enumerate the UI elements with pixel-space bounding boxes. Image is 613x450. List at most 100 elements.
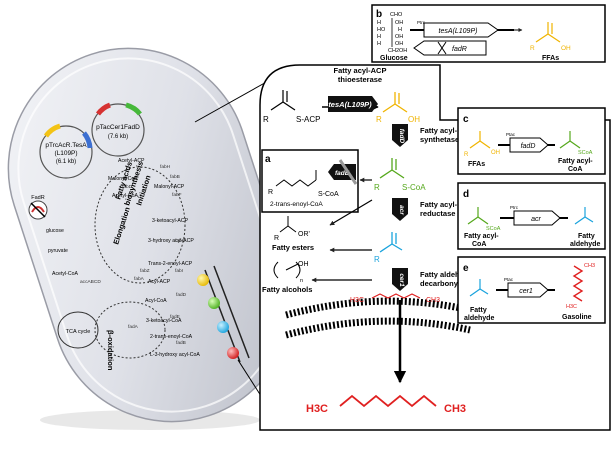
svg-text:CoA: CoA <box>568 166 582 173</box>
svg-text:aldehyde: aldehyde <box>570 241 600 248</box>
svg-text:3-ketoacyl-ACP: 3-ketoacyl-ACP <box>152 218 189 224</box>
membrane-alkane-right: CH3 <box>426 297 440 304</box>
svg-text:CHO: CHO <box>390 12 403 18</box>
fadE-deletion-icon <box>338 159 358 185</box>
svg-text:HO: HO <box>377 27 386 33</box>
membrane-alkane-chain <box>371 293 421 299</box>
svg-text:fabZ: fabZ <box>140 268 150 274</box>
svg-text:Ptrc: Ptrc <box>510 205 519 210</box>
svg-text:fadR: fadR <box>452 46 467 53</box>
step4-line2: decarbonylase <box>420 279 473 288</box>
final-alkane-chain <box>339 394 437 408</box>
svg-text:aldehyde: aldehyde <box>464 315 494 322</box>
svg-text:OH: OH <box>561 45 571 52</box>
svg-text:CH3: CH3 <box>584 263 595 269</box>
plasmid2-name: pTacCer1FadD <box>96 124 140 131</box>
step1-line2: thioesterase <box>338 75 382 84</box>
alkane-dot <box>227 347 239 359</box>
aldehyde-r: R <box>374 255 380 264</box>
panel-c-letter: c <box>463 114 469 125</box>
svg-text:tesA(L109P): tesA(L109P) <box>439 28 478 35</box>
acp-r: R <box>263 115 269 124</box>
step3-line2: reductase <box>420 209 455 218</box>
panel-d-acr-gene <box>513 210 561 226</box>
svg-text:Acetyl-CoA: Acetyl-CoA <box>112 193 138 199</box>
svg-text:fabB: fabB <box>170 174 180 180</box>
panel-c-acylcoa <box>559 131 581 149</box>
fadD-label: fadD <box>398 129 405 144</box>
gasoline-chain <box>572 265 584 302</box>
ester-structure <box>279 216 297 233</box>
panel-e-letter: e <box>463 263 469 274</box>
svg-text:H: H <box>377 34 381 40</box>
svg-text:OH: OH <box>395 41 403 47</box>
tesA-label: tesA(L109P) <box>328 100 372 109</box>
glucose-label: Glucose <box>380 55 408 62</box>
svg-text:cer1: cer1 <box>519 288 533 295</box>
acp-substrate: S-ACP <box>296 115 320 124</box>
plasmid1-variant: (L109P) <box>54 150 77 157</box>
svg-text:3-ketoacyl-CoA: 3-ketoacyl-CoA <box>146 318 182 324</box>
step3-line1: Fatty acyl-CoA <box>420 200 473 209</box>
acyl-acp-structure <box>270 90 296 111</box>
plasmid1-name: pTrcAcR.TesA <box>45 142 87 149</box>
panel-b-letter: b <box>376 9 382 20</box>
svg-text:Ptrc: Ptrc <box>417 20 426 25</box>
svg-text:Acyl-ACP: Acyl-ACP <box>148 279 171 285</box>
svg-text:fabI: fabI <box>175 268 183 274</box>
svg-text:fabA: fabA <box>134 276 145 282</box>
svg-text:R: R <box>464 152 469 158</box>
panel-d-acylcoa <box>467 207 489 225</box>
svg-text:SCoA: SCoA <box>486 226 501 232</box>
aldehyde-dot <box>217 321 229 333</box>
acr-gene-badge: acr <box>392 198 408 221</box>
svg-text:3-hydroxy acyl-ACP: 3-hydroxy acyl-ACP <box>148 238 194 244</box>
gasoline-label: Gasoline <box>562 314 592 321</box>
final-alkane-left: H3C <box>306 403 328 415</box>
plasmid2-size: (7.6 kb) <box>108 134 128 140</box>
svg-text:L-3-hydroxy acyl-CoA: L-3-hydroxy acyl-CoA <box>150 352 200 358</box>
svg-text:R: R <box>268 189 273 196</box>
fadD-gene-badge: fadD <box>392 124 408 147</box>
svg-text:R: R <box>530 45 535 52</box>
svg-text:OH: OH <box>298 261 309 268</box>
ffa-structure <box>382 92 408 113</box>
fadR-gene-arrow <box>413 40 487 56</box>
svg-text:fabF: fabF <box>172 192 182 198</box>
step2-line1: Fatty acyl-CoA <box>420 126 473 135</box>
svg-text:FFAs: FFAs <box>468 161 485 168</box>
ffa-oh: OH <box>408 115 420 124</box>
esters-label: Fatty esters <box>272 243 314 252</box>
panel-c-fadD-gene <box>509 137 549 153</box>
panel-a-letter: a <box>265 154 271 165</box>
alcohol-structure <box>273 261 301 279</box>
ffa-dot <box>197 274 209 286</box>
panel-e-aldehyde <box>469 279 489 297</box>
tesA-gene-arrow <box>423 22 499 38</box>
enoyl-structure <box>275 170 317 187</box>
svg-text:OR': OR' <box>298 231 310 238</box>
plasmid1-size: (6.1 kb) <box>56 159 76 165</box>
svg-text:fadE: fadE <box>170 314 180 320</box>
svg-text:OH: OH <box>395 20 403 26</box>
svg-text:Acetyl-ACP: Acetyl-ACP <box>118 158 145 164</box>
fadE-label: fadE <box>335 170 350 177</box>
svg-text:Fatty: Fatty <box>470 307 487 314</box>
svg-text:Trans-2-enoyl-ACP: Trans-2-enoyl-ACP <box>148 261 193 267</box>
svg-text:fadD: fadD <box>176 292 187 298</box>
final-alkane-right: CH3 <box>444 403 466 415</box>
svg-text:fabH: fabH <box>160 164 171 170</box>
fadR-cross-icon <box>30 202 46 218</box>
svg-text:CH2OH: CH2OH <box>388 48 407 54</box>
svg-text:Malonyl-ACP: Malonyl-ACP <box>154 184 185 190</box>
plasmid-cer1fadD: pTacCer1FadD (7.6 kb) <box>91 102 145 157</box>
svg-text:2-trans-enoyl-CoA: 2-trans-enoyl-CoA <box>150 334 193 340</box>
svg-text:pyruvate: pyruvate <box>48 248 68 254</box>
cer1-label: cer1 <box>398 273 405 287</box>
svg-text:Acetyl-CoA: Acetyl-CoA <box>52 271 78 277</box>
svg-text:fabG: fabG <box>175 238 186 244</box>
zoom-line-top <box>194 79 271 123</box>
svg-text:Fatty: Fatty <box>578 233 595 240</box>
svg-text:OH: OH <box>491 150 500 156</box>
